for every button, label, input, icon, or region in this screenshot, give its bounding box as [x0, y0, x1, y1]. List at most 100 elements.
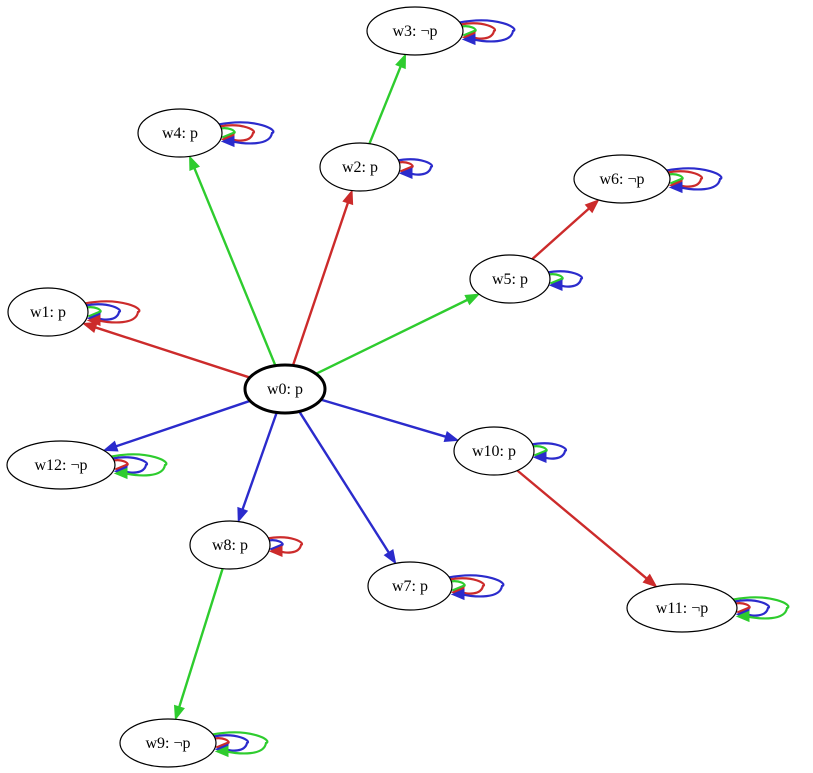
self-loop-arrowhead [461, 33, 476, 46]
world-node-w0[interactable]: w0: p [243, 363, 327, 415]
self-loop-blue [217, 121, 275, 145]
self-loop-blue [458, 19, 516, 43]
world-label: w3: ¬p [392, 23, 437, 40]
self-loops-w7 [447, 574, 505, 601]
self-loop-red [458, 22, 497, 40]
edge-w10-w11 [516, 469, 658, 588]
self-loops-w9 [211, 731, 269, 758]
world-ellipse [6, 440, 116, 490]
self-loops-w2 [395, 158, 434, 179]
world-node-w2[interactable]: w2: p [319, 142, 401, 192]
world-label: w11: ¬p [656, 600, 708, 617]
world-node-w3[interactable]: w3: ¬p [366, 6, 464, 56]
self-loops-w4 [217, 121, 275, 148]
world-label: w5: p [492, 271, 528, 288]
self-loop-arrowhead [113, 467, 128, 480]
self-loop-arrowhead [450, 588, 465, 601]
edge-arrowhead [173, 704, 185, 721]
world-node-w8[interactable]: w8: p [189, 520, 271, 570]
world-node-w7[interactable]: w7: p [367, 561, 453, 611]
edge-arrowhead [464, 293, 481, 306]
edge-arrowhead [342, 189, 354, 206]
world-ellipse [7, 287, 89, 337]
self-loops-w12 [110, 453, 168, 480]
world-node-w11[interactable]: w11: ¬p [626, 583, 738, 633]
world-node-w5[interactable]: w5: p [469, 254, 551, 304]
edge-w0-w1 [81, 322, 251, 379]
loops-layer [83, 19, 790, 758]
self-loops-w11 [732, 596, 790, 623]
edge-w0-w7 [298, 410, 397, 565]
self-loop-arrowhead [268, 545, 283, 557]
self-loops-w6 [665, 167, 723, 194]
edge-arrowhead [443, 431, 460, 443]
world-node-w9[interactable]: w9: ¬p [119, 718, 217, 768]
self-loop-red [217, 124, 256, 142]
world-label: w9: ¬p [145, 735, 190, 752]
world-ellipse [626, 583, 738, 633]
self-loop-arrowhead [214, 745, 229, 758]
self-loop-arrowhead [735, 610, 750, 623]
world-ellipse [243, 363, 327, 415]
edge-arrowhead [383, 548, 397, 565]
self-loop-red [665, 170, 704, 188]
world-label: w4: p [162, 125, 198, 142]
edge-w5-w6 [531, 199, 600, 260]
edge-w8-w9 [173, 568, 224, 721]
world-ellipse [367, 561, 453, 611]
self-loop-green [732, 596, 790, 620]
edge-arrowhead [584, 199, 600, 214]
edge-w2-w3 [368, 53, 407, 145]
world-label: w2: p [342, 159, 378, 176]
edge-arrowhead [102, 440, 119, 452]
self-loop-green [110, 453, 168, 477]
edges-layer [81, 53, 658, 721]
edge-w0-w10 [320, 398, 460, 443]
world-node-w4[interactable]: w4: p [137, 108, 223, 158]
self-loop-green [211, 731, 269, 755]
self-loop-arrowhead [86, 314, 101, 327]
world-label: w10: p [472, 443, 516, 460]
edge-w0-w8 [237, 412, 278, 523]
self-loops-w10 [529, 442, 568, 463]
self-loop-red [265, 536, 304, 554]
world-ellipse [319, 142, 401, 192]
self-loops-w3 [458, 19, 516, 46]
world-node-w12[interactable]: w12: ¬p [6, 440, 116, 490]
self-loop-blue [732, 599, 771, 617]
world-label: w0: p [267, 381, 303, 398]
self-loops-w8 [265, 536, 304, 557]
world-label: w7: p [392, 578, 428, 595]
world-ellipse [469, 254, 551, 304]
world-ellipse [366, 6, 464, 56]
self-loop-blue [665, 167, 723, 191]
self-loop-blue [529, 442, 568, 460]
edge-w0-w2 [291, 189, 354, 366]
nodes-layer: w0: p w1: p w2: p w3: ¬p w4: p w5: p w6: ¬p w7:… [6, 6, 738, 768]
world-label: w8: p [212, 537, 248, 554]
self-loop-blue [83, 303, 122, 321]
edge-w0-w5 [315, 293, 481, 375]
self-loop-red [83, 300, 141, 324]
edge-arrowhead [237, 506, 249, 523]
self-loop-arrowhead [532, 451, 547, 463]
world-ellipse [137, 108, 223, 158]
self-loops-w1 [83, 300, 141, 327]
world-node-w10[interactable]: w10: p [453, 426, 535, 476]
world-ellipse [573, 154, 671, 204]
world-label: w1: p [30, 304, 66, 321]
self-loop-arrowhead [398, 167, 413, 179]
self-loop-blue [545, 270, 584, 288]
self-loop-arrowhead [668, 181, 683, 194]
world-ellipse [453, 426, 535, 476]
world-ellipse [119, 718, 217, 768]
world-label: w12: ¬p [34, 457, 87, 474]
self-loops-w5 [545, 270, 584, 291]
edge-arrowhead [81, 322, 98, 334]
world-node-w1[interactable]: w1: p [7, 287, 89, 337]
world-node-w6[interactable]: w6: ¬p [573, 154, 671, 204]
self-loop-blue [395, 158, 434, 176]
world-ellipse [189, 520, 271, 570]
edge-arrowhead [395, 53, 407, 70]
